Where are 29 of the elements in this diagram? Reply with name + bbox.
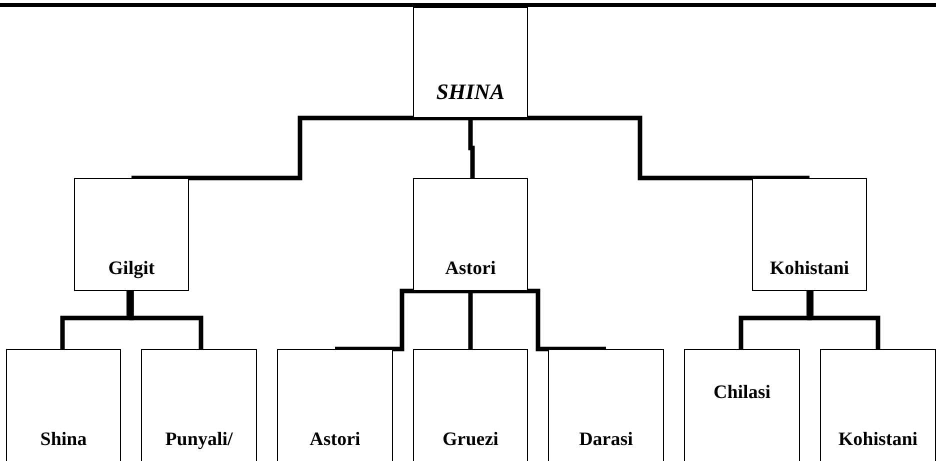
tree-node-box bbox=[413, 349, 528, 461]
node-label: SHINA bbox=[435, 81, 506, 103]
tree-node-box bbox=[413, 7, 528, 118]
tree-connector bbox=[335, 288, 470, 352]
tree-node-box bbox=[6, 349, 121, 461]
node-label: Chilasi bbox=[712, 383, 772, 402]
tree-connector bbox=[470, 116, 810, 180]
tree-node-box bbox=[413, 178, 528, 291]
tree-connector bbox=[468, 291, 473, 349]
tree-node-box bbox=[277, 349, 393, 461]
node-label: Gilgit bbox=[107, 259, 156, 278]
node-label: Punyali/ bbox=[164, 430, 234, 449]
node-label: Kohistani bbox=[837, 430, 919, 449]
tree-connector bbox=[468, 118, 475, 178]
node-label: Shina bbox=[39, 430, 88, 449]
node-label: Astori bbox=[444, 259, 497, 278]
node-label: Gruezi bbox=[442, 430, 500, 449]
tree-node-box bbox=[752, 178, 867, 291]
tree-connector bbox=[132, 116, 470, 180]
node-label: Darasi bbox=[578, 430, 634, 449]
tree-node-box bbox=[141, 349, 257, 461]
node-label: Kohistani bbox=[768, 259, 850, 278]
tree-connector bbox=[129, 291, 204, 349]
tree-node-box bbox=[548, 349, 664, 461]
tree-node-box bbox=[820, 349, 936, 461]
tree-connector bbox=[470, 288, 606, 352]
tree-node-box bbox=[74, 178, 189, 291]
node-label: Astori bbox=[308, 430, 362, 449]
tree-node-box bbox=[684, 349, 800, 461]
